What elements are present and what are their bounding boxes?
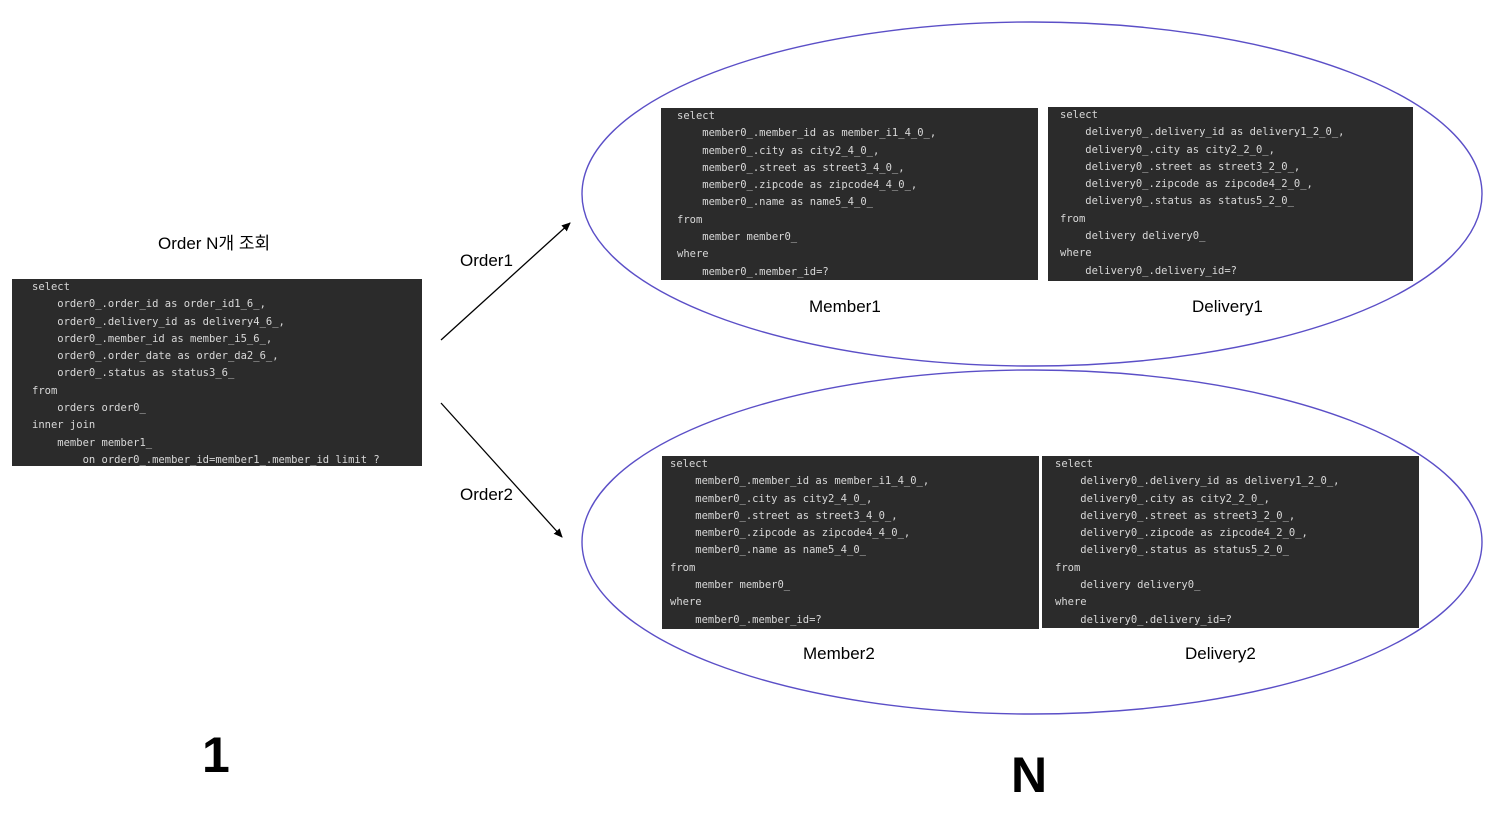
arrow-order1	[440, 222, 571, 341]
group-2-ellipse	[581, 369, 1483, 715]
delivery1-caption: Delivery1	[1192, 297, 1263, 316]
delivery2-query-code: select delivery0_.delivery_id as deliver…	[1042, 456, 1419, 628]
order2-label: Order2	[460, 485, 513, 504]
order1-label: Order1	[460, 251, 513, 270]
count-n: N	[1011, 747, 1048, 803]
member2-caption: Member2	[803, 644, 875, 663]
delivery2-caption: Delivery2	[1185, 644, 1256, 663]
member2-query-code: select member0_.member_id as member_i1_4…	[662, 456, 1039, 629]
delivery1-query-code: select delivery0_.delivery_id as deliver…	[1048, 107, 1413, 281]
member1-caption: Member1	[809, 297, 881, 316]
member1-query-code: select member0_.member_id as member_i1_4…	[661, 108, 1038, 280]
main-query-code: select order0_.order_id as order_id1_6_,…	[12, 279, 422, 466]
main-query-caption: Order N개 조회	[158, 234, 271, 253]
group-1-ellipse	[581, 21, 1483, 367]
count-one: 1	[202, 727, 230, 783]
arrow-order2	[440, 402, 563, 538]
